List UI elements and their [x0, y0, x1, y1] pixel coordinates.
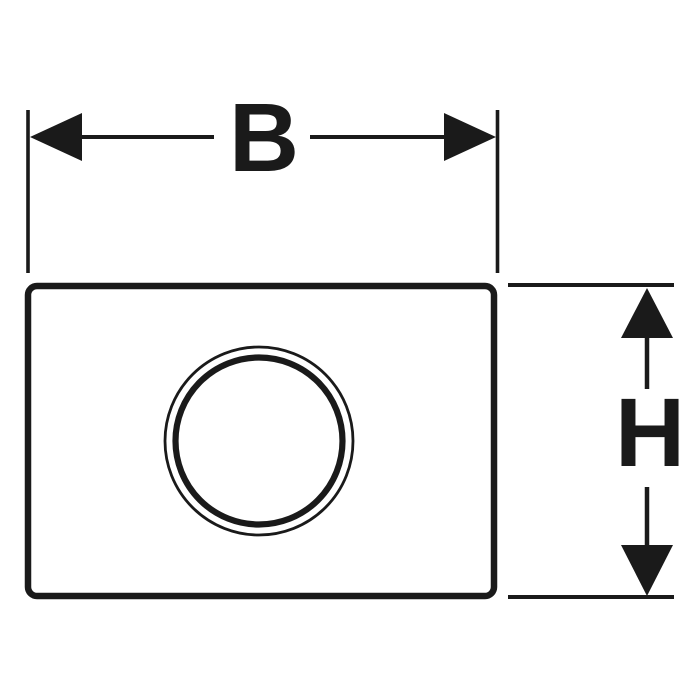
flush-button-inner-ring [172, 354, 346, 528]
width-arrowhead-left-icon [30, 113, 82, 161]
height-dimension: H [508, 283, 685, 599]
width-dimension-label: B [229, 83, 299, 192]
width-arrowhead-right-icon [444, 113, 496, 161]
height-dimension-label: H [615, 378, 685, 487]
width-dimension: B [26, 83, 500, 273]
flush-plate-body [24, 282, 498, 600]
flush-plate [24, 282, 498, 600]
height-arrowhead-down-icon [621, 545, 673, 596]
flush-button-outer-ring [163, 345, 355, 537]
height-arrowhead-up-icon [621, 288, 673, 338]
